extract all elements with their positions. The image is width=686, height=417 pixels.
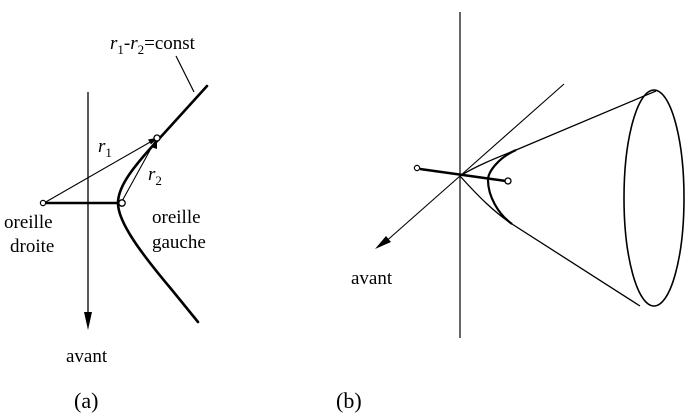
forward-arrowhead-a [84, 312, 92, 330]
right-ear-label-line1: oreille [4, 212, 53, 233]
left-ear-marker [118, 199, 126, 207]
panel-b: avant (b) [336, 12, 685, 413]
right-ear-marker [39, 199, 47, 207]
caption-b: (b) [336, 388, 362, 413]
forward-label-a: avant [66, 346, 108, 367]
ear-axis-b [419, 167, 507, 183]
ear-marker-b-left [413, 164, 421, 172]
cone-upper-edge [459, 90, 657, 177]
forward-arrowhead-b [375, 236, 391, 249]
diagonal-axis-lower [382, 175, 461, 245]
equation-leader-line [175, 55, 195, 93]
panel-a: r1-r2=const r1 r2 oreille droite oreille… [4, 33, 209, 413]
diagonal-axis-upper [459, 83, 565, 177]
r2-label: r2 [148, 164, 162, 188]
r1-label: r1 [98, 136, 112, 160]
left-ear-label-line1: oreille [152, 207, 201, 228]
right-ear-label-line2: droite [10, 236, 54, 257]
hyperbola-curve [116, 84, 209, 324]
r1-line [43, 140, 153, 204]
cone-base-ellipse [623, 89, 685, 307]
forward-label-b: avant [351, 268, 393, 289]
cone-lower-edge [459, 175, 641, 307]
r2-line [120, 142, 155, 204]
cone-inner-tip [486, 148, 517, 225]
ear-marker-b-right [504, 177, 512, 185]
left-ear-label-line2: gauche [152, 232, 206, 253]
hyperbola-equation-label: r1-r2=const [110, 33, 196, 57]
caption-a: (a) [74, 388, 98, 413]
curve-point [153, 134, 161, 142]
